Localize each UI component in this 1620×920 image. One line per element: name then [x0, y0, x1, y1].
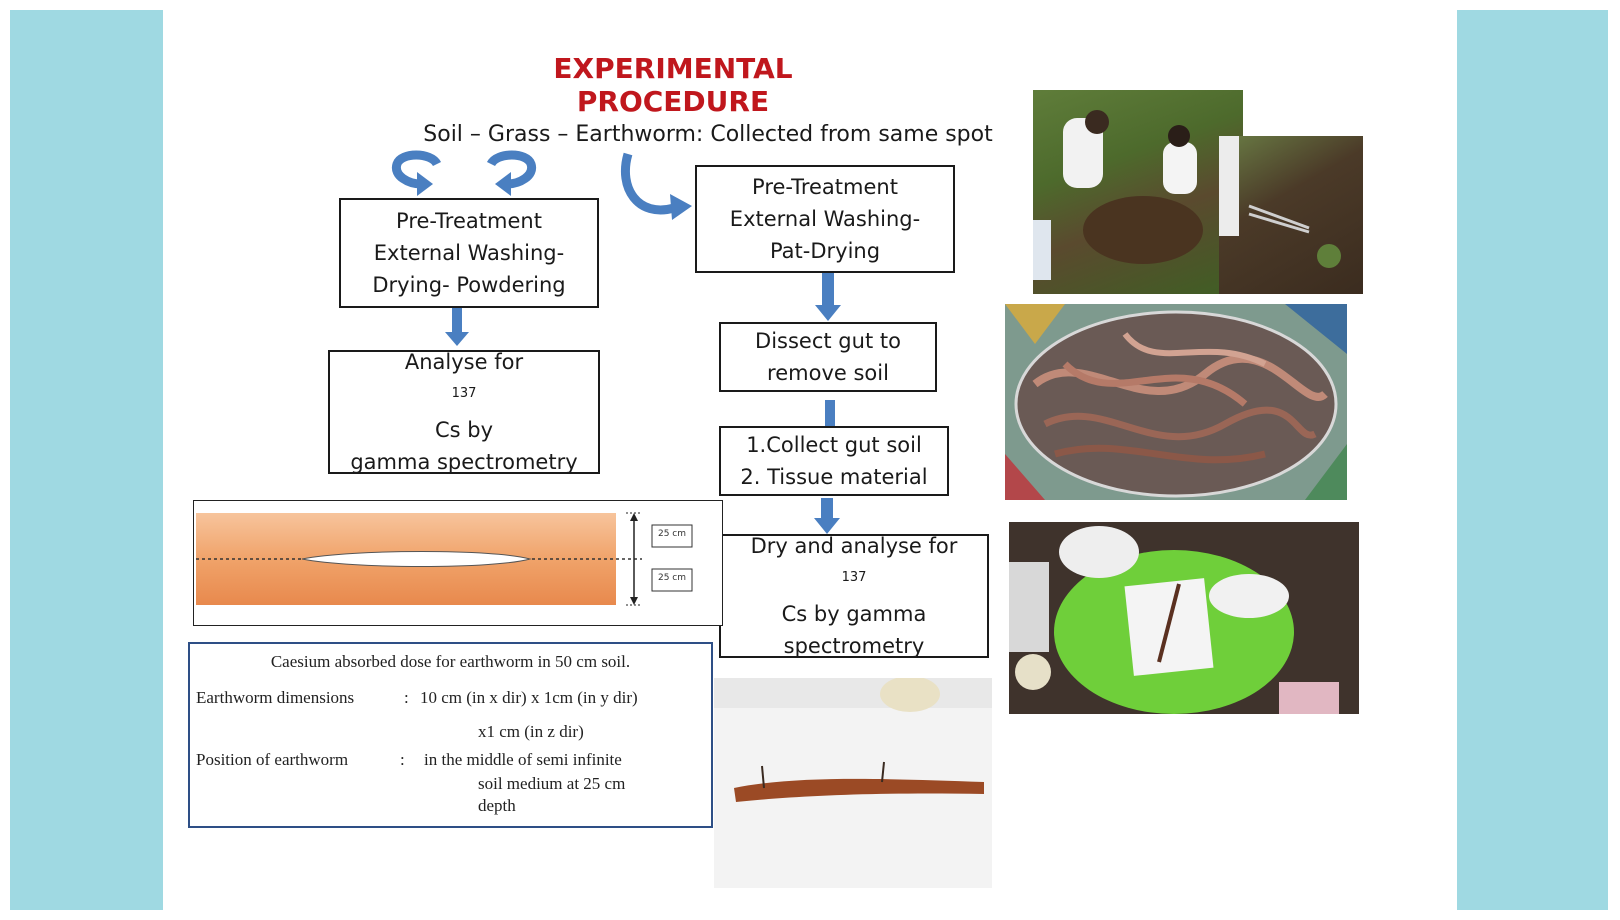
depth-label-bottom: 25 cm [657, 573, 687, 583]
pretreatment-box-left: Pre-Treatment External Washing- Drying- … [339, 198, 599, 308]
box-line: External Washing- [729, 207, 921, 231]
box-line: Pre-Treatment [752, 175, 898, 199]
down-arrow-icon [814, 498, 840, 534]
analyse-prefix: Analyse for [404, 350, 524, 374]
digging-photo [1219, 136, 1363, 294]
box-line: Dry and analyse for [750, 534, 958, 558]
digging-photo-art [1219, 136, 1341, 268]
soil-diagram-svg [196, 512, 693, 606]
dissection-photo [1009, 522, 1359, 714]
pos-label: Position of earthworm [196, 750, 349, 769]
dissection-photo-art [1009, 522, 1359, 714]
box-line: Pat-Drying [769, 239, 881, 263]
box-line: External Washing- [373, 241, 565, 265]
earthworm-closeup-photo [714, 678, 992, 888]
box-line: Pre-Treatment [396, 209, 542, 233]
depth-label-top: 25 cm [657, 529, 687, 539]
down-arrow-icon [815, 273, 841, 321]
dry-analyse-box: Dry and analyse for 137 Cs by gamma spect… [719, 534, 989, 658]
box-line: Analyse for 137 Cs by [350, 346, 577, 446]
dry-line2: Cs by gamma [781, 602, 927, 626]
isotope-mass: 137 [841, 570, 867, 585]
pos-value3: depth [478, 796, 516, 815]
curved-arrow-icon [620, 152, 692, 220]
slide: EXPERIMENTAL PROCEDURE Soil – Grass – Ea… [163, 10, 1457, 910]
down-arrow-icon [445, 308, 469, 346]
box-line: 2. Tissue material [740, 465, 928, 489]
dim-label: Earthworm dimensions [196, 688, 355, 707]
box-line: Drying- Powdering [372, 273, 566, 297]
info-heading: Caesium absorbed dose for earthworm in 5… [270, 652, 631, 671]
dim-value2: x1 cm (in z dir) [478, 722, 584, 741]
curved-arrow-icon [391, 150, 442, 196]
box-line: gamma spectrometry [350, 450, 578, 474]
curved-arrow-icon [486, 150, 537, 196]
isotope-mass: 137 [451, 386, 477, 401]
pos-colon: : [400, 750, 405, 769]
dim-value1: 10 cm (in x dir) x 1cm (in y dir) [420, 688, 638, 707]
soil-diagram: 25 cm 25 cm [193, 500, 723, 626]
pos-value1: in the middle of semi infinite [424, 750, 622, 769]
field-collection-photo [1033, 90, 1243, 294]
pretreatment-box-right: Pre-Treatment External Washing- Pat-Dryi… [695, 165, 955, 273]
earthworms-dish-photo [1005, 304, 1347, 500]
info-box: Caesium absorbed dose for earthworm in 5… [188, 642, 713, 828]
pos-value2: soil medium at 25 cm [478, 774, 626, 793]
dissect-box: Dissect gut to remove soil [719, 322, 937, 392]
box-line: remove soil [767, 361, 889, 385]
subtitle: Soil – Grass – Earthworm: Collected from… [423, 122, 993, 147]
box-line: 137 Cs by gamma [751, 562, 958, 630]
page-title: EXPERIMENTAL PROCEDURE [553, 52, 793, 118]
closeup-photo-art [714, 678, 992, 888]
down-arrow-icon [825, 400, 835, 426]
box-line: spectrometry [783, 634, 925, 658]
analyse-suffix: Cs by [434, 418, 494, 442]
dim-colon: : [404, 688, 409, 707]
box-line: 1.Collect gut soil [746, 433, 922, 457]
box-line: Dissect gut to [755, 329, 901, 353]
earthworms-photo-art [1005, 304, 1347, 500]
collect-box: 1.Collect gut soil 2. Tissue material [719, 426, 949, 496]
field-photo-art [1033, 110, 1203, 280]
analyse-box-left: Analyse for 137 Cs by gamma spectrometry [328, 350, 600, 474]
